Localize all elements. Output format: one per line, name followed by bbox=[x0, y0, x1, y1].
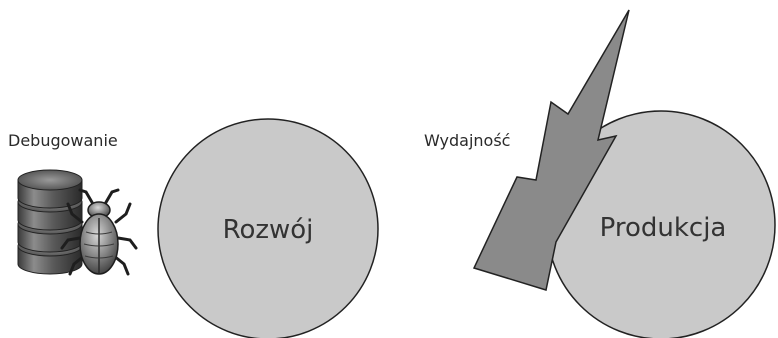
bug-icon bbox=[60, 188, 138, 276]
development-circle bbox=[157, 118, 379, 338]
production-label: Produkcja bbox=[600, 213, 727, 243]
database-stack-icon bbox=[17, 169, 83, 275]
lightning-bolt-icon bbox=[472, 9, 630, 291]
development-label: Rozwój bbox=[223, 215, 314, 245]
debugging-label: Debugowanie bbox=[8, 131, 118, 150]
performance-label: Wydajność bbox=[424, 131, 510, 150]
